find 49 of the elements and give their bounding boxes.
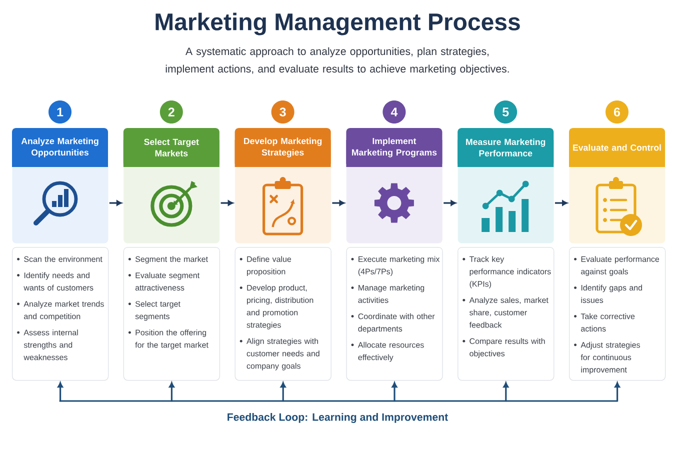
card-header: Develop Marketing Strategies [234,128,331,167]
list-item: Allocate resources effectively [358,342,424,362]
list-item: Adjust strategies for continuous improvement [580,342,640,374]
arrow [58,382,64,402]
card-header: Select Target Markets [123,128,220,167]
number-badge: 6 [606,100,628,124]
list-item: Identify needs and wants of customers [24,272,94,291]
number-badge: 4 [382,100,406,124]
arrow [555,200,568,206]
list-item: Align strategies with customer needs and company goals [246,338,320,370]
card-header: Evaluate and Control [569,128,665,167]
list-item: Analyze sales, market share, customer feedback [469,297,548,328]
arrow [392,382,398,402]
card-header: Implement Marketing Programs [346,128,442,167]
arrow [168,382,174,402]
subtitle: A systematic approach to analyze opportunities, plan strategies, implement actions, and evaluate results to achieve marketing objectives. [166,47,509,75]
card-header: Measure Marketing Performance [458,128,554,167]
list-item: Assess internal strengths and weaknesses [24,329,78,360]
number-badge: 5 [494,100,518,124]
list-item: Track key performance indicators (KPIs) [469,256,551,288]
list-item: Execute marketing mix (4Ps/7Ps) [358,256,440,276]
list-item: Coordinate with other departments [358,313,435,334]
arrow [444,200,456,206]
list-item: Take corrective actions [580,313,635,332]
list-item: Scan the environment [24,256,102,262]
arrow [614,382,620,402]
number-badge: 3 [271,100,294,124]
number-badge: 2 [160,100,183,124]
connector-line [59,400,618,402]
arrow [332,200,345,206]
list-item: Position the offering for the target market [135,329,208,350]
number-badge: 1 [48,100,72,124]
arrow [220,200,234,206]
list-item: Select target segments [135,300,180,321]
list-item: Segment the market [135,256,208,264]
list-item: Analyze market trends and competition [24,300,104,321]
card-header: Analyze Marketing Opportunities [12,128,108,167]
loop-label: Feedback Loop: Learning and Improvement [228,413,448,423]
arrow [503,382,509,402]
list-item: Develop product, pricing, distribution and promotion strategies [246,284,314,330]
arrow [280,382,286,402]
list-item: Compare results with objectives [470,338,545,358]
list-item: Evaluate segment attractiveness [135,272,200,291]
list-item: Evaluate performance against goals [581,256,660,276]
arrow [109,200,122,206]
list-item: Manage marketing activities [358,284,424,303]
list-item: Identify gaps and issues [581,284,642,303]
list-item: Define value proposition [247,256,292,276]
title: Marketing Management Process [156,12,520,36]
